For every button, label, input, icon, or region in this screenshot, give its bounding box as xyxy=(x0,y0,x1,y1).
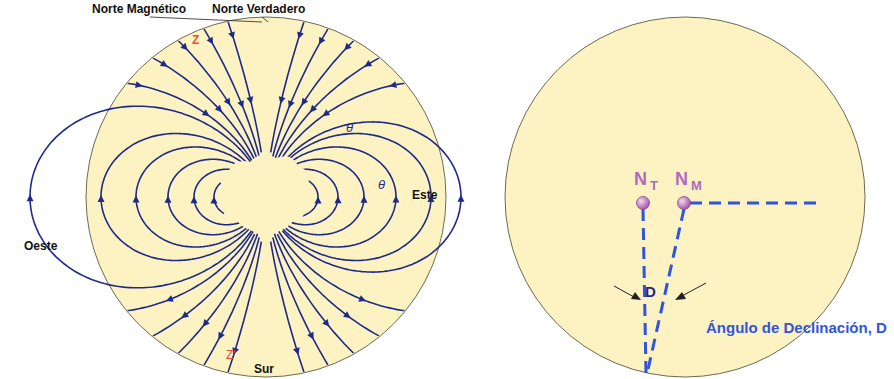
magnetic-north-dot xyxy=(678,197,691,210)
field-arrow xyxy=(360,196,367,203)
direction-label: Este xyxy=(412,189,437,201)
field-arrow xyxy=(457,195,464,202)
field-arrow xyxy=(343,311,351,318)
field-arrow xyxy=(181,311,189,318)
field-arrow xyxy=(389,81,397,88)
pole-letter: Z xyxy=(192,34,199,46)
field-line xyxy=(271,0,894,379)
field-arrow xyxy=(344,43,351,50)
field-arrow xyxy=(166,295,174,302)
field-line xyxy=(275,0,894,379)
earth-core xyxy=(217,155,312,229)
pointer-arrow xyxy=(682,283,706,296)
field-arrow xyxy=(133,195,140,202)
field-arrow xyxy=(180,43,187,50)
field-arrow xyxy=(165,196,172,203)
field-arrow xyxy=(307,332,313,340)
field-arrow xyxy=(322,319,329,327)
field-arrow xyxy=(310,105,317,113)
axis-label: Norte Verdadero xyxy=(212,3,305,15)
angle-letter: D xyxy=(645,284,656,299)
axis-label: Norte Magnético xyxy=(92,3,186,15)
earth-disc xyxy=(86,17,446,377)
field-arrow xyxy=(211,196,218,203)
angle-label: Ángulo de Declinación, D xyxy=(706,320,887,335)
arrow-head xyxy=(675,292,686,300)
field-arrow xyxy=(246,96,253,104)
point-letter: N xyxy=(675,170,688,188)
field-arrow xyxy=(364,60,372,67)
field-arrow xyxy=(191,196,198,203)
field-arrow xyxy=(160,60,168,67)
field-line xyxy=(0,82,253,313)
angle-symbol: θ xyxy=(378,178,385,191)
point-letter: N xyxy=(634,170,647,188)
field-arrow xyxy=(322,109,330,116)
field-arrow xyxy=(392,195,399,202)
field-arrow xyxy=(297,31,304,39)
field-arrow xyxy=(207,37,213,45)
field-line xyxy=(273,0,894,379)
point-subscript: T xyxy=(650,179,658,192)
field-arrow xyxy=(218,332,224,340)
field-arrow xyxy=(319,37,325,45)
field-arrow xyxy=(224,98,231,106)
field-arrow xyxy=(293,347,300,355)
field-arrow xyxy=(314,196,321,203)
point-subscript: M xyxy=(691,179,702,192)
field-arrow xyxy=(228,31,235,39)
field-arrow xyxy=(358,295,366,302)
field-arrow xyxy=(302,98,309,106)
pointer-arrow xyxy=(614,286,634,297)
field-arrow xyxy=(203,319,210,327)
direction-label: Sur xyxy=(254,363,274,375)
pole-letter: Z' xyxy=(226,349,236,361)
field-arrow xyxy=(135,81,143,88)
field-arrow xyxy=(279,96,286,104)
field-arrow xyxy=(334,196,341,203)
field-arrow xyxy=(27,194,34,201)
field-arrow xyxy=(215,105,222,113)
field-arrow xyxy=(237,100,243,108)
arrow-head xyxy=(631,292,641,300)
angle-symbol: θ xyxy=(346,121,353,134)
field-arrow xyxy=(202,109,210,116)
direction-label: Oeste xyxy=(24,240,57,252)
field-arrow xyxy=(288,100,294,108)
leader-line xyxy=(262,17,268,22)
dashed-line xyxy=(690,202,820,205)
true-north-dot xyxy=(637,197,650,210)
leader-line xyxy=(150,17,262,22)
field-line xyxy=(0,24,255,370)
field-arrow xyxy=(98,195,105,202)
